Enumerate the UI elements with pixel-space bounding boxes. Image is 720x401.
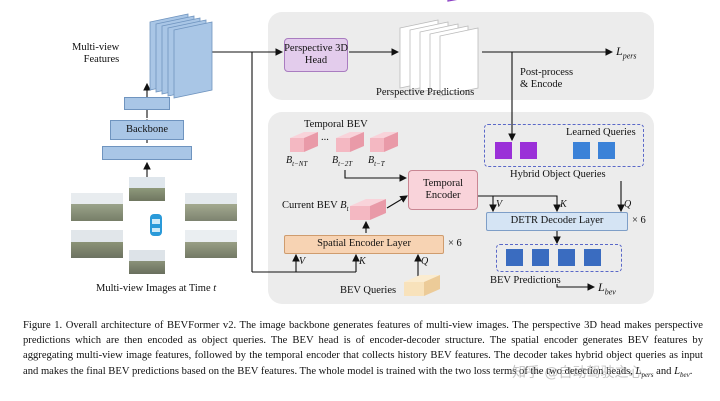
backbone-layer-bottom xyxy=(102,146,192,160)
hybrid-queries-box xyxy=(484,124,644,167)
perspective-predictions-label: Perspective Predictions xyxy=(376,87,475,98)
spatial-q-label: Q xyxy=(421,256,429,267)
backbone-label: Backbone xyxy=(126,123,168,135)
purple-query-2 xyxy=(520,142,537,159)
hybrid-object-queries-label: Hybrid Object Queries xyxy=(510,169,606,180)
caption-l-pers: Lpers xyxy=(635,365,654,379)
watermark: 知乎 @自动驾驶之心 xyxy=(512,365,643,381)
bev-predictions-label: BEV Predictions xyxy=(490,275,561,286)
learned-queries-label: Learned Queries xyxy=(566,127,636,138)
multi-view-images-label: Multi-view Images at Time t xyxy=(96,283,217,294)
camera-image-front xyxy=(129,177,165,201)
arrow-encoder-to-k xyxy=(478,195,561,213)
temporal-bev-blocks xyxy=(290,132,398,152)
backbone-layer-top xyxy=(124,97,170,110)
spatial-encoder-layer: Spatial Encoder Layer xyxy=(284,235,444,254)
bev-pred-4 xyxy=(584,249,601,266)
b-t-nt-label: Bt−NT xyxy=(286,155,308,168)
bev-queries-label: BEV Queries xyxy=(340,285,397,296)
decoder-times6: × 6 xyxy=(632,215,646,226)
purple-query-1 xyxy=(495,142,512,159)
backbone-block: Backbone xyxy=(110,120,184,140)
figure-caption: Figure 1. Overall architecture of BEVFor… xyxy=(23,320,703,379)
bev-pred-2 xyxy=(532,249,549,266)
caption-fig-label: Figure 1. xyxy=(23,320,63,331)
current-bev-block xyxy=(350,199,386,220)
camera-image-front-left xyxy=(71,193,123,221)
camera-image-back-left xyxy=(71,230,123,258)
perspective-3d-head: Perspective 3D Head xyxy=(284,38,348,72)
spatial-times6: × 6 xyxy=(448,238,462,249)
decoder-v-label: V xyxy=(496,199,503,210)
arrow-current-to-temporal xyxy=(386,195,408,209)
bev-queries-block xyxy=(404,275,440,296)
spatial-k-label: K xyxy=(359,256,366,267)
b-t-2t-label: Bt−2T xyxy=(332,155,353,168)
bev-predictions-box xyxy=(496,244,622,272)
blue-query-2 xyxy=(598,142,615,159)
bev-pred-1 xyxy=(506,249,523,266)
decoder-k-label: K xyxy=(560,199,567,210)
arrow-temporal-bev-to-encoder xyxy=(344,170,408,182)
decoder-q-label: Q xyxy=(624,199,632,210)
spatial-v-label: V xyxy=(299,256,306,267)
arrow-to-lbev xyxy=(556,283,596,291)
detr-decoder-layer: DETR Decoder Layer xyxy=(486,212,628,231)
multi-view-features-label: Multi-view Features xyxy=(72,42,120,66)
camera-image-front-right xyxy=(185,193,237,221)
temporal-bev-ellipsis: ... xyxy=(321,132,329,143)
current-bev-label: Current BEV Bt xyxy=(282,200,349,214)
temporal-bev-label: Temporal BEV xyxy=(304,119,368,130)
arrow-encoder-to-v xyxy=(478,195,497,213)
post-process-label: Post-process & Encode xyxy=(520,67,574,91)
ego-car-icon xyxy=(150,214,162,236)
camera-image-back-right xyxy=(185,230,237,258)
l-pers-label: Lpers xyxy=(616,44,637,61)
b-t-t-label: Bt−T xyxy=(368,155,385,168)
l-bev-label: Lbev xyxy=(598,280,616,297)
bev-pred-3 xyxy=(558,249,575,266)
caption-text: Overall architecture of BEVFormer v2. Th… xyxy=(23,320,703,377)
perspective-predictions-stack xyxy=(399,0,479,97)
multi-view-features-stack xyxy=(149,13,213,99)
caption-l-bev: Lbev xyxy=(674,365,690,379)
camera-image-back xyxy=(129,250,165,274)
blue-query-1 xyxy=(573,142,590,159)
temporal-encoder: Temporal Encoder xyxy=(408,170,478,210)
